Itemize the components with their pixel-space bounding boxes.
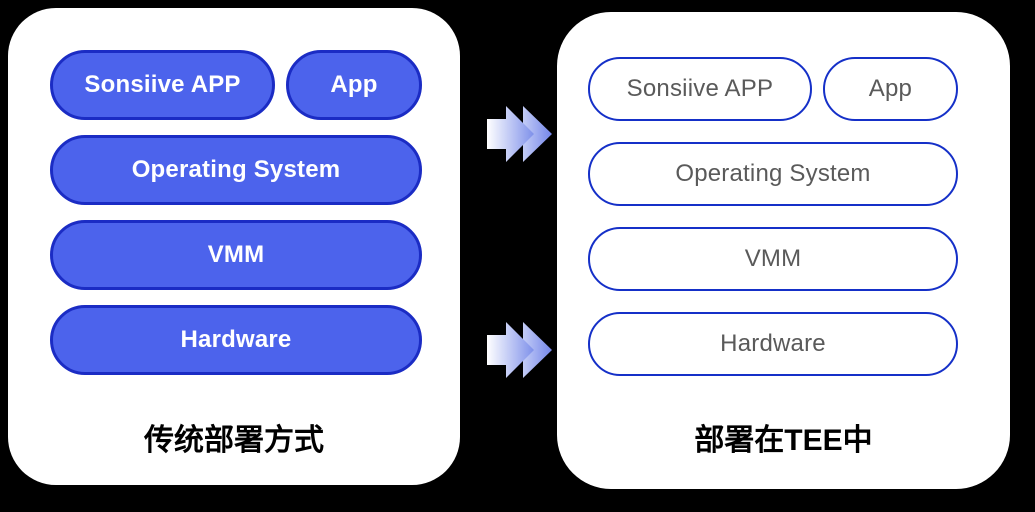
app-row-tee: Sonsiive APP App (588, 57, 958, 121)
panel-traditional-deployment: Sonsiive APP App Operating System VMM Ha… (8, 8, 460, 485)
app-row-traditional: Sonsiive APP App (50, 50, 422, 120)
layer-pill-app: App (822, 57, 958, 121)
layer-pill-operating-system: Operating System (588, 142, 958, 206)
layer-pill-sonsiive-app: Sonsiive APP (50, 50, 276, 120)
layer-pill-hardware: Hardware (588, 312, 958, 376)
layer-stack-tee: Sonsiive APP App Operating System VMM Ha… (557, 12, 1010, 376)
layer-pill-vmm: VMM (50, 220, 422, 290)
layer-pill-app: App (286, 50, 422, 120)
layer-pill-hardware: Hardware (50, 305, 422, 375)
layer-pill-operating-system: Operating System (50, 135, 422, 205)
double-chevron-arrow-bottom-icon (487, 321, 553, 379)
layer-stack-traditional: Sonsiive APP App Operating System VMM Ha… (8, 8, 460, 375)
panel-title-traditional: 传统部署方式 (144, 424, 324, 457)
layer-pill-vmm: VMM (588, 227, 958, 291)
double-chevron-arrow-top-icon (487, 105, 553, 163)
panel-tee-deployment: Sonsiive APP App Operating System VMM Ha… (557, 12, 1010, 489)
layer-pill-sonsiive-app: Sonsiive APP (588, 57, 812, 121)
panel-title-tee: 部署在TEE中 (694, 424, 873, 457)
